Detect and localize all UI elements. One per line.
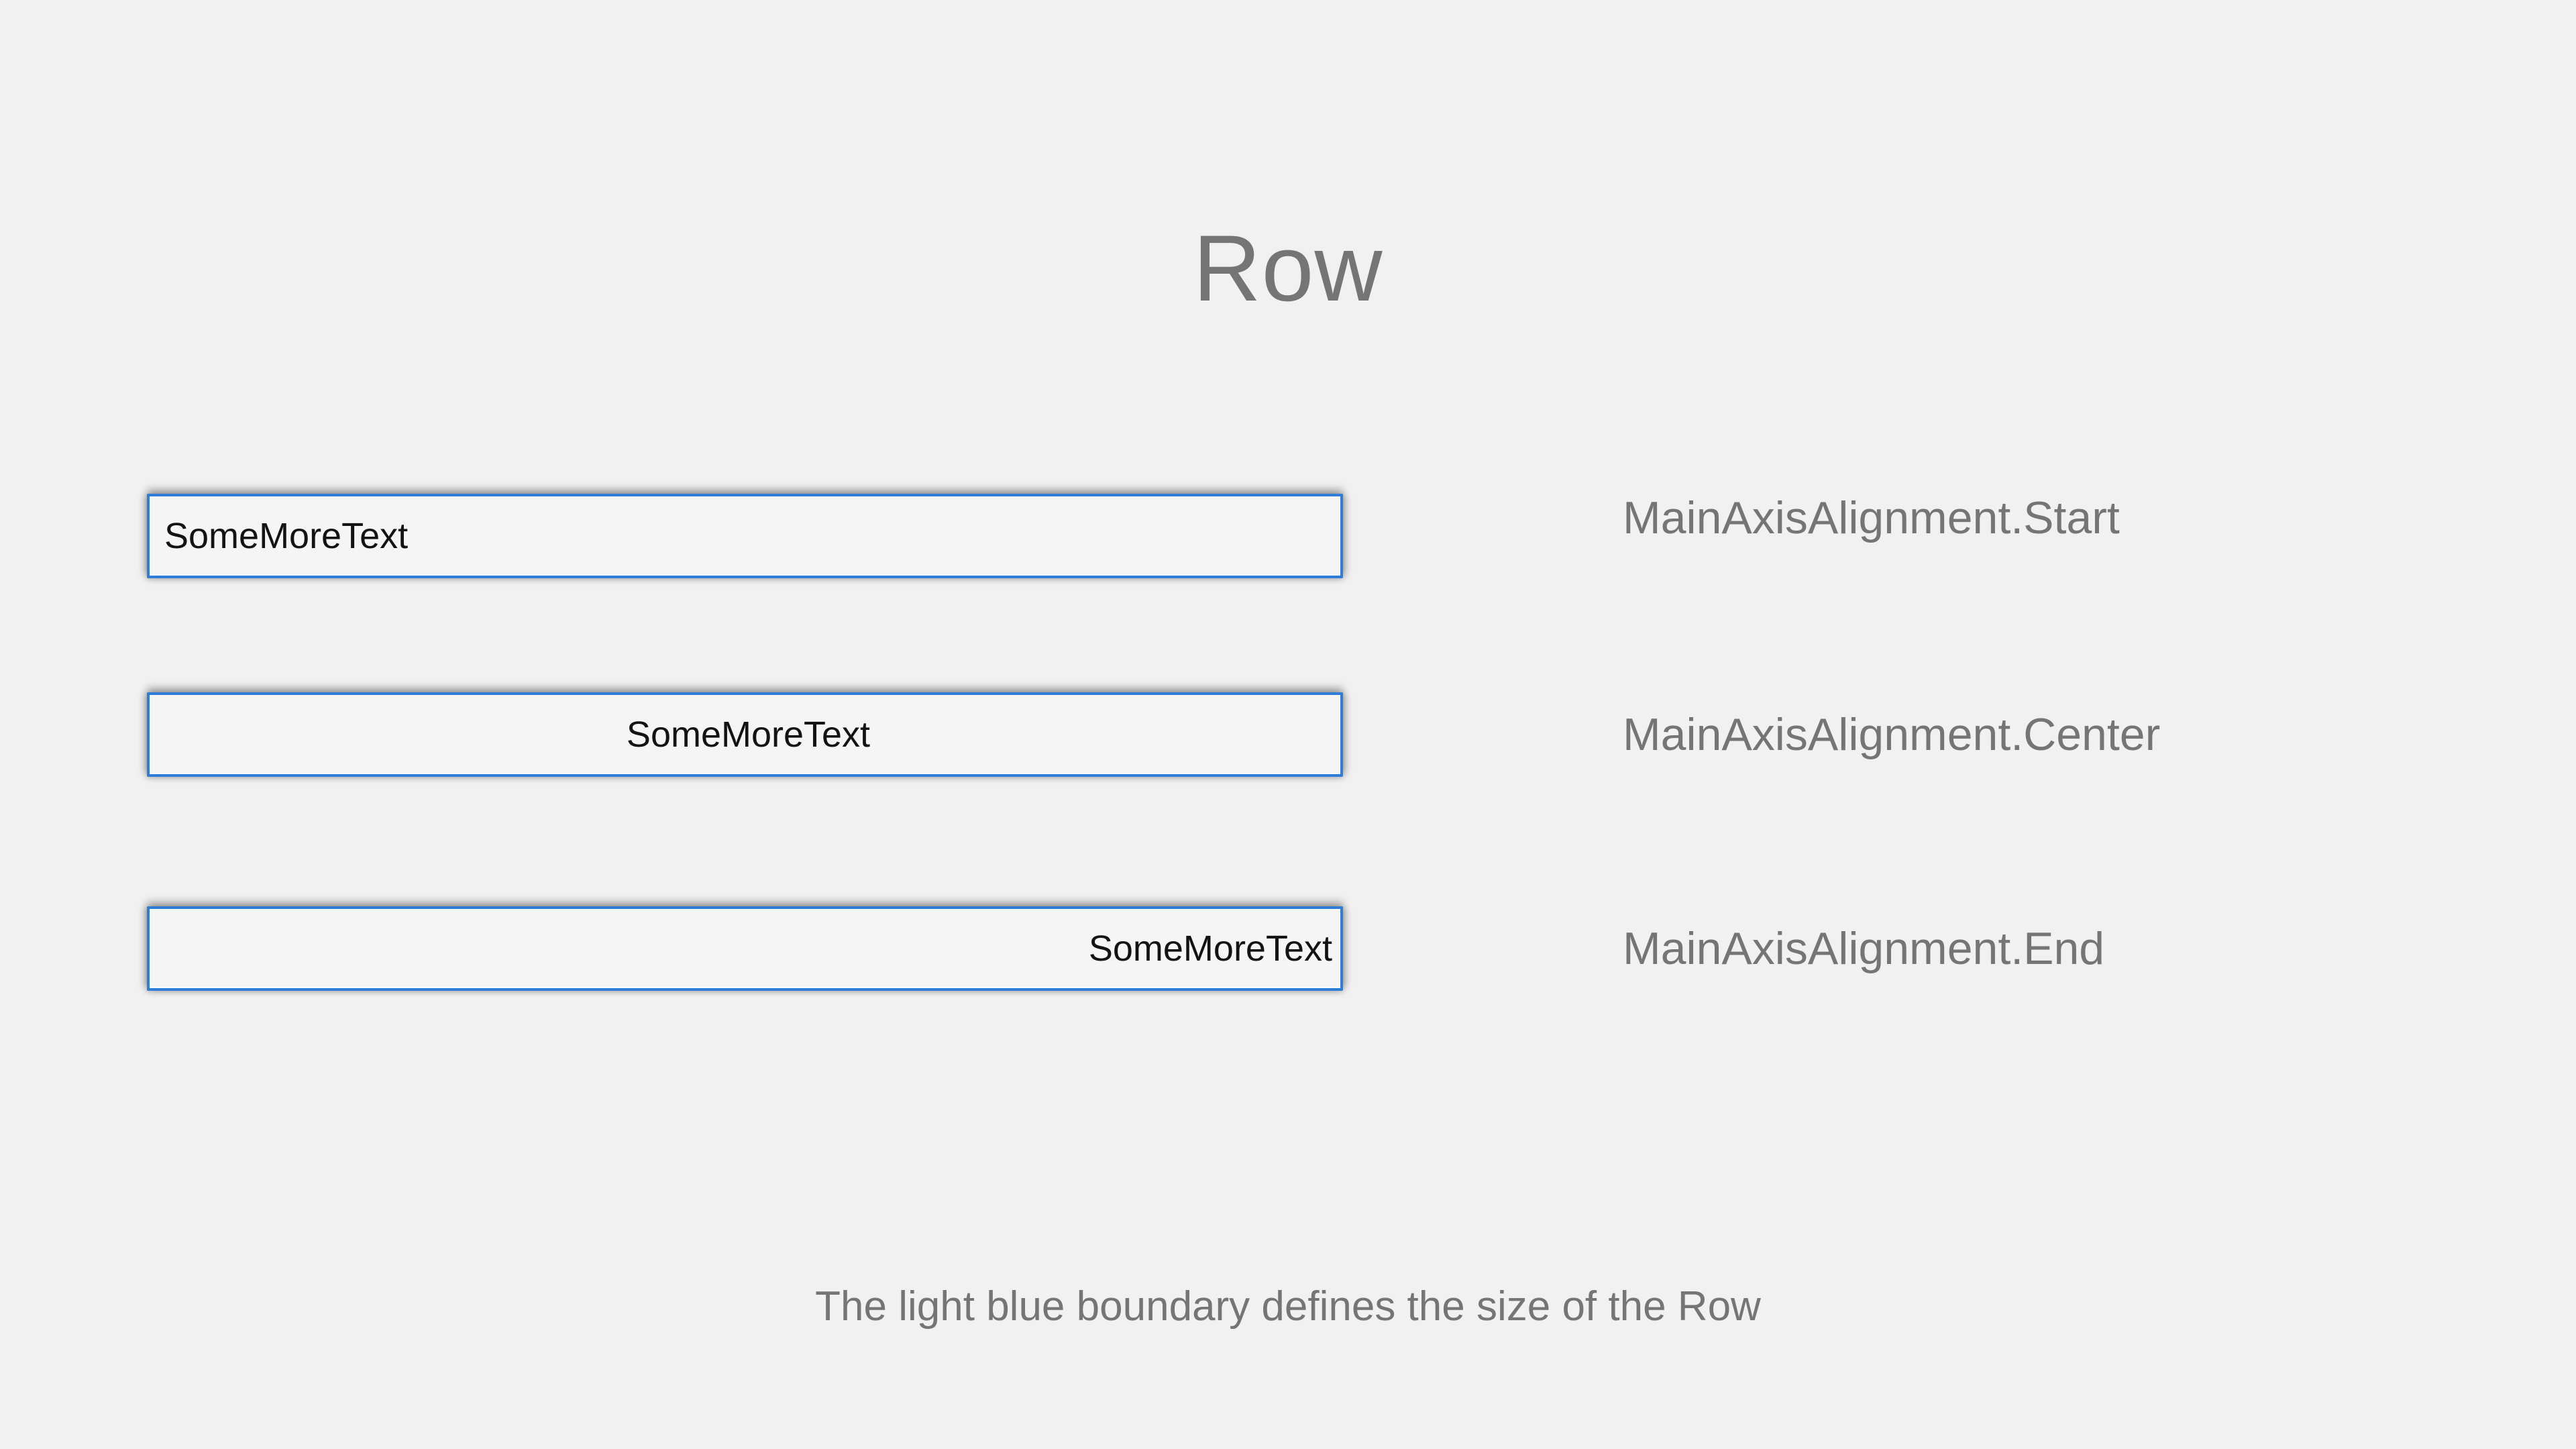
row-demo-main-axis-start: SomeMoreText — [147, 494, 1343, 578]
row-label-main-axis-center: MainAxisAlignment.Center — [1623, 709, 2161, 760]
row-child-text: SomeMoreText — [626, 714, 871, 755]
caption: The light blue boundary defines the size… — [815, 1283, 1761, 1330]
row-child-text: SomeMoreText — [164, 516, 409, 556]
row-demo-main-axis-center: SomeMoreText — [147, 692, 1343, 777]
row-child-text: SomeMoreText — [1088, 928, 1332, 969]
row-demo-main-axis-end: SomeMoreText — [147, 906, 1343, 991]
row-label-main-axis-end: MainAxisAlignment.End — [1623, 923, 2105, 974]
page-title: Row — [1193, 215, 1383, 321]
row-label-main-axis-start: MainAxisAlignment.Start — [1623, 492, 2120, 543]
